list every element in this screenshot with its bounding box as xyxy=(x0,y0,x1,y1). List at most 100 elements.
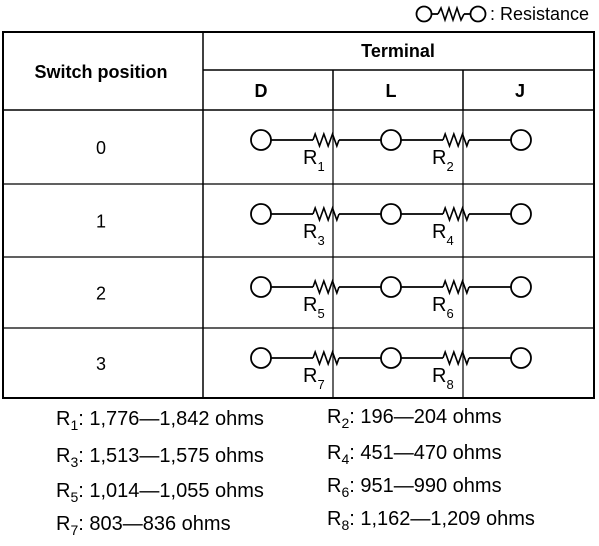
spec-value: : 451—470 ohms xyxy=(349,442,502,464)
resistor-subscript: 3 xyxy=(317,233,324,248)
resistance-spec-r2: R2: 196—204 ohms xyxy=(327,406,502,431)
resistor-symbol xyxy=(401,205,511,223)
terminal-circle xyxy=(380,129,402,151)
resistor-label: R4 xyxy=(432,221,454,248)
spec-value: : 1,014—1,055 ohms xyxy=(78,480,264,502)
resistor-letter: R xyxy=(432,221,446,243)
terminal-j-header: J xyxy=(515,81,525,101)
resistor-subscript: 1 xyxy=(317,159,324,174)
terminal-circle xyxy=(380,276,402,298)
switch-position-value: 0 xyxy=(96,138,106,158)
zigzag xyxy=(442,278,470,296)
resistor-symbol xyxy=(401,349,511,367)
spec-subscript: 8 xyxy=(341,517,350,533)
terminal-circle xyxy=(250,347,272,369)
legend: : Resistance xyxy=(414,2,589,26)
terminal-d-header: D xyxy=(255,81,268,101)
spec-letter: R xyxy=(56,445,71,467)
resistance-spec-r3: R3: 1,513—1,575 ohms xyxy=(56,445,264,470)
switch-position-value: 2 xyxy=(96,284,106,304)
spec-value: : 1,162—1,209 ohms xyxy=(349,508,535,530)
spec-letter: R xyxy=(327,406,342,428)
spec-value: : 803—836 ohms xyxy=(78,513,231,535)
zigzag xyxy=(442,349,470,367)
spec-letter: R xyxy=(327,442,342,464)
resistance-symbol-icon xyxy=(415,5,487,23)
resistance-spec-r6: R6: 951—990 ohms xyxy=(327,475,502,500)
spec-letter: R xyxy=(56,480,71,502)
resistor-subscript: 2 xyxy=(446,159,453,174)
spec-letter: R xyxy=(56,513,71,535)
resistor-label: R2 xyxy=(432,147,454,174)
resistor-subscript: 4 xyxy=(446,233,453,248)
resistor-subscript: 8 xyxy=(446,377,453,392)
switch-position-value: 1 xyxy=(96,212,106,232)
spec-subscript: 4 xyxy=(341,451,350,467)
resistor-subscript: 6 xyxy=(446,306,453,321)
resistor-symbol xyxy=(271,278,381,296)
switch-position-header: Switch position xyxy=(35,62,168,82)
spec-value: : 1,776—1,842 ohms xyxy=(78,408,264,430)
resistor-letter: R xyxy=(432,294,446,316)
resistor-subscript: 5 xyxy=(317,306,324,321)
resistance-spec-r8: R8: 1,162—1,209 ohms xyxy=(327,508,535,533)
resistor-label: R3 xyxy=(303,221,325,248)
terminal-circle xyxy=(380,203,402,225)
resistor-letter: R xyxy=(303,147,317,169)
spec-subscript: 1 xyxy=(70,417,79,433)
zigzag xyxy=(312,131,340,149)
switch-position-value: 3 xyxy=(96,354,106,374)
zigzag xyxy=(312,349,340,367)
terminal-circle xyxy=(510,347,532,369)
table-border xyxy=(2,31,595,399)
terminal-header: Terminal xyxy=(361,41,435,61)
resistor-symbol xyxy=(271,131,381,149)
terminal-circle xyxy=(250,129,272,151)
zigzag xyxy=(312,278,340,296)
spec-value: : 196—204 ohms xyxy=(349,406,502,428)
resistor-symbol xyxy=(401,131,511,149)
terminal-circle xyxy=(510,203,532,225)
spec-subscript: 2 xyxy=(341,415,350,431)
resistance-spec-r5: R5: 1,014—1,055 ohms xyxy=(56,480,264,505)
terminal-circle xyxy=(510,129,532,151)
spec-subscript: 5 xyxy=(70,489,79,505)
spec-letter: R xyxy=(56,408,71,430)
legend-label: : Resistance xyxy=(489,3,589,24)
resistor-label: R1 xyxy=(303,147,325,174)
terminal-l-header: L xyxy=(386,81,397,101)
resistor-label: R5 xyxy=(303,294,325,321)
resistor-letter: R xyxy=(432,147,446,169)
terminal-circle xyxy=(250,276,272,298)
resistor-symbol xyxy=(401,278,511,296)
resistor-letter: R xyxy=(303,294,317,316)
spec-subscript: 7 xyxy=(70,522,79,538)
resistor-letter: R xyxy=(303,221,317,243)
spec-value: : 951—990 ohms xyxy=(349,475,502,497)
terminal-circle xyxy=(250,203,272,225)
resistor-letter: R xyxy=(432,365,446,387)
resistor-label: R6 xyxy=(432,294,454,321)
terminal-circle xyxy=(380,347,402,369)
resistor-label: R7 xyxy=(303,365,325,392)
zigzag xyxy=(442,131,470,149)
resistor-subscript: 7 xyxy=(317,377,324,392)
resistor-label: R8 xyxy=(432,365,454,392)
terminal-circle xyxy=(510,276,532,298)
resistance-spec-r7: R7: 803—836 ohms xyxy=(56,513,231,538)
resistance-spec-r1: R1: 1,776—1,842 ohms xyxy=(56,408,264,433)
spec-subscript: 6 xyxy=(341,484,350,500)
resistor-symbol xyxy=(271,349,381,367)
spec-letter: R xyxy=(327,508,342,530)
zigzag xyxy=(442,205,470,223)
resistor-letter: R xyxy=(303,365,317,387)
resistor-symbol xyxy=(271,205,381,223)
resistance-spec-r4: R4: 451—470 ohms xyxy=(327,442,502,467)
spec-letter: R xyxy=(327,475,342,497)
